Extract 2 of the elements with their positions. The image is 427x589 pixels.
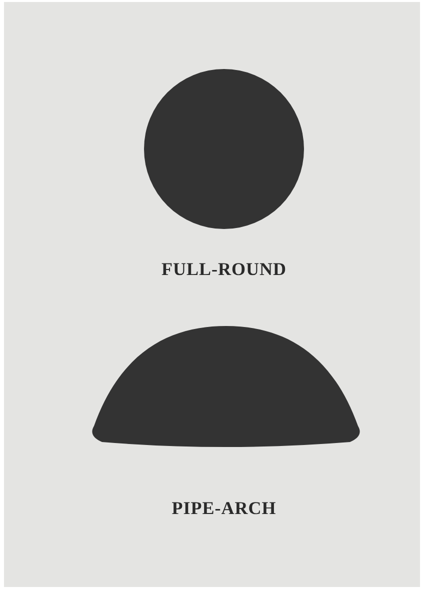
shape-caption: FULL-ROUND [160, 259, 288, 280]
shape-caption: PIPE-ARCH [170, 498, 278, 519]
